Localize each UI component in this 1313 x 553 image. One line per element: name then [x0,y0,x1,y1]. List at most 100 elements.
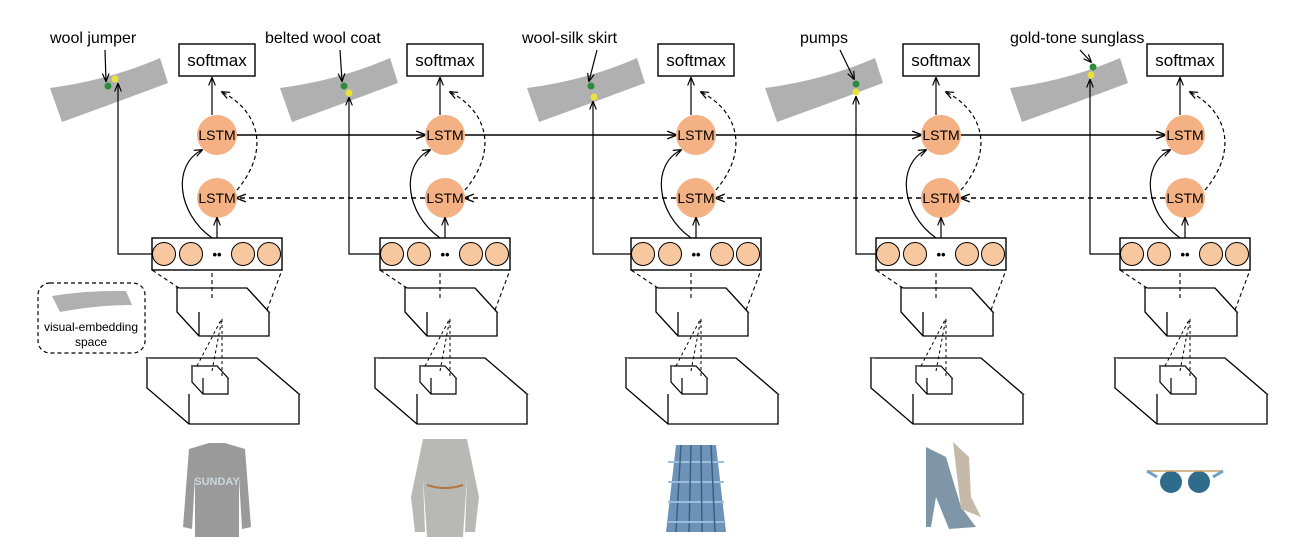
feature-neuron [152,242,176,266]
ellipsis-label: •• [212,247,222,262]
predicted-point [1089,63,1097,71]
feature-neuron [1147,242,1171,266]
feature-neuron [631,242,655,266]
feature-neuron [407,242,431,266]
to-forward-lstm-arrow [1149,150,1181,239]
predicted-point [587,82,595,90]
lstm-backward-node [197,178,237,218]
to-embedding-arrow [593,102,631,255]
lstm-backward-node [921,178,961,218]
target-point [852,88,860,96]
softmax-label: softmax [415,51,475,70]
item-label: pumps [800,30,848,47]
backward-to-softmax-arrow [946,92,982,191]
kernel-projection-line [935,317,947,372]
jumper-shape [183,443,251,537]
skirt-icon [666,444,726,533]
lstm-forward-node [921,115,961,155]
softmax-label: softmax [187,51,247,70]
legend-label-line2: space [75,335,107,349]
pump-shape [953,442,981,517]
softmax-box [406,43,484,77]
lstm-chains [237,135,1165,198]
projection-line [745,269,762,311]
lstm-forward-node [197,115,237,155]
softmax-label: softmax [666,51,726,70]
pump-shape [926,447,976,529]
label-pointer-arrow [105,49,106,81]
feature-neuron [380,242,404,266]
label-pointer-arrow [340,49,342,81]
item-label: gold-tone sunglass [1010,30,1144,47]
embedding-plane-icon [765,58,883,122]
lstm-label: LSTM [1166,190,1203,206]
target-point [345,89,353,97]
lstm-label: LSTM [198,127,235,143]
ellipsis-label: •• [1180,247,1190,262]
item-label: belted wool coat [265,30,381,47]
embedding-plane-icon [1010,58,1128,122]
backward-to-softmax-arrow [450,92,486,191]
softmax-box [1146,43,1224,77]
softmax-label: softmax [911,51,971,70]
projection-line [494,269,511,311]
kernel-projection-line [690,317,702,372]
sunglasses-lens [1160,471,1182,493]
to-forward-lstm-arrow [905,150,937,239]
embedding-plane-icon [280,58,398,122]
feature-neuron [736,242,760,266]
lstm-label: LSTM [426,127,463,143]
lstm-forward-node [676,115,716,155]
to-forward-lstm-arrow [409,150,441,239]
coat-icon [411,439,479,537]
feature-neuron [981,242,1005,266]
sunglasses-frame [1146,469,1224,479]
projection-line [266,269,283,311]
backward-to-softmax-arrow [1190,92,1226,191]
softmax-box [657,43,735,77]
to-embedding-arrow [1090,80,1120,255]
softmax-box [178,43,256,77]
ellipsis-label: •• [440,247,450,262]
predicted-point [340,82,348,90]
to-forward-lstm-arrow [660,150,692,239]
jumper-icon: SUNDAY [183,443,251,537]
feature-neuron [485,242,509,266]
projection-line [379,269,408,289]
softmax-box [902,43,980,77]
lstm-backward-node [425,178,465,218]
target-point [111,75,119,83]
softmax-label: softmax [1155,51,1215,70]
projection-line [1234,269,1251,311]
legend-label-line1: visual-embedding [44,320,138,334]
lstm-backward-node [676,178,716,218]
lstm-label: LSTM [1166,127,1203,143]
projection-line [151,269,180,289]
label-pointer-arrow [839,49,854,79]
lstm-forward-node [1165,115,1205,155]
feature-neuron [179,242,203,266]
skirt-plaid [675,444,682,533]
feature-neuron [459,242,483,266]
feature-neuron [1199,242,1223,266]
skirt-plaid [688,444,692,533]
feature-neuron [1225,242,1249,266]
item-label: wool-silk skirt [521,30,618,47]
sunglasses-lens [1188,471,1210,493]
legend-plane-icon [52,290,132,312]
lstm-label: LSTM [922,127,959,143]
lstm-forward-node [425,115,465,155]
item-label: wool jumper [49,30,137,47]
lstm-label: LSTM [198,190,235,206]
projection-line [990,269,1007,311]
predicted-point [852,80,860,88]
kernel-projection-line [439,317,451,372]
kernel-projection-line [1179,317,1191,372]
to-embedding-arrow [118,84,152,255]
